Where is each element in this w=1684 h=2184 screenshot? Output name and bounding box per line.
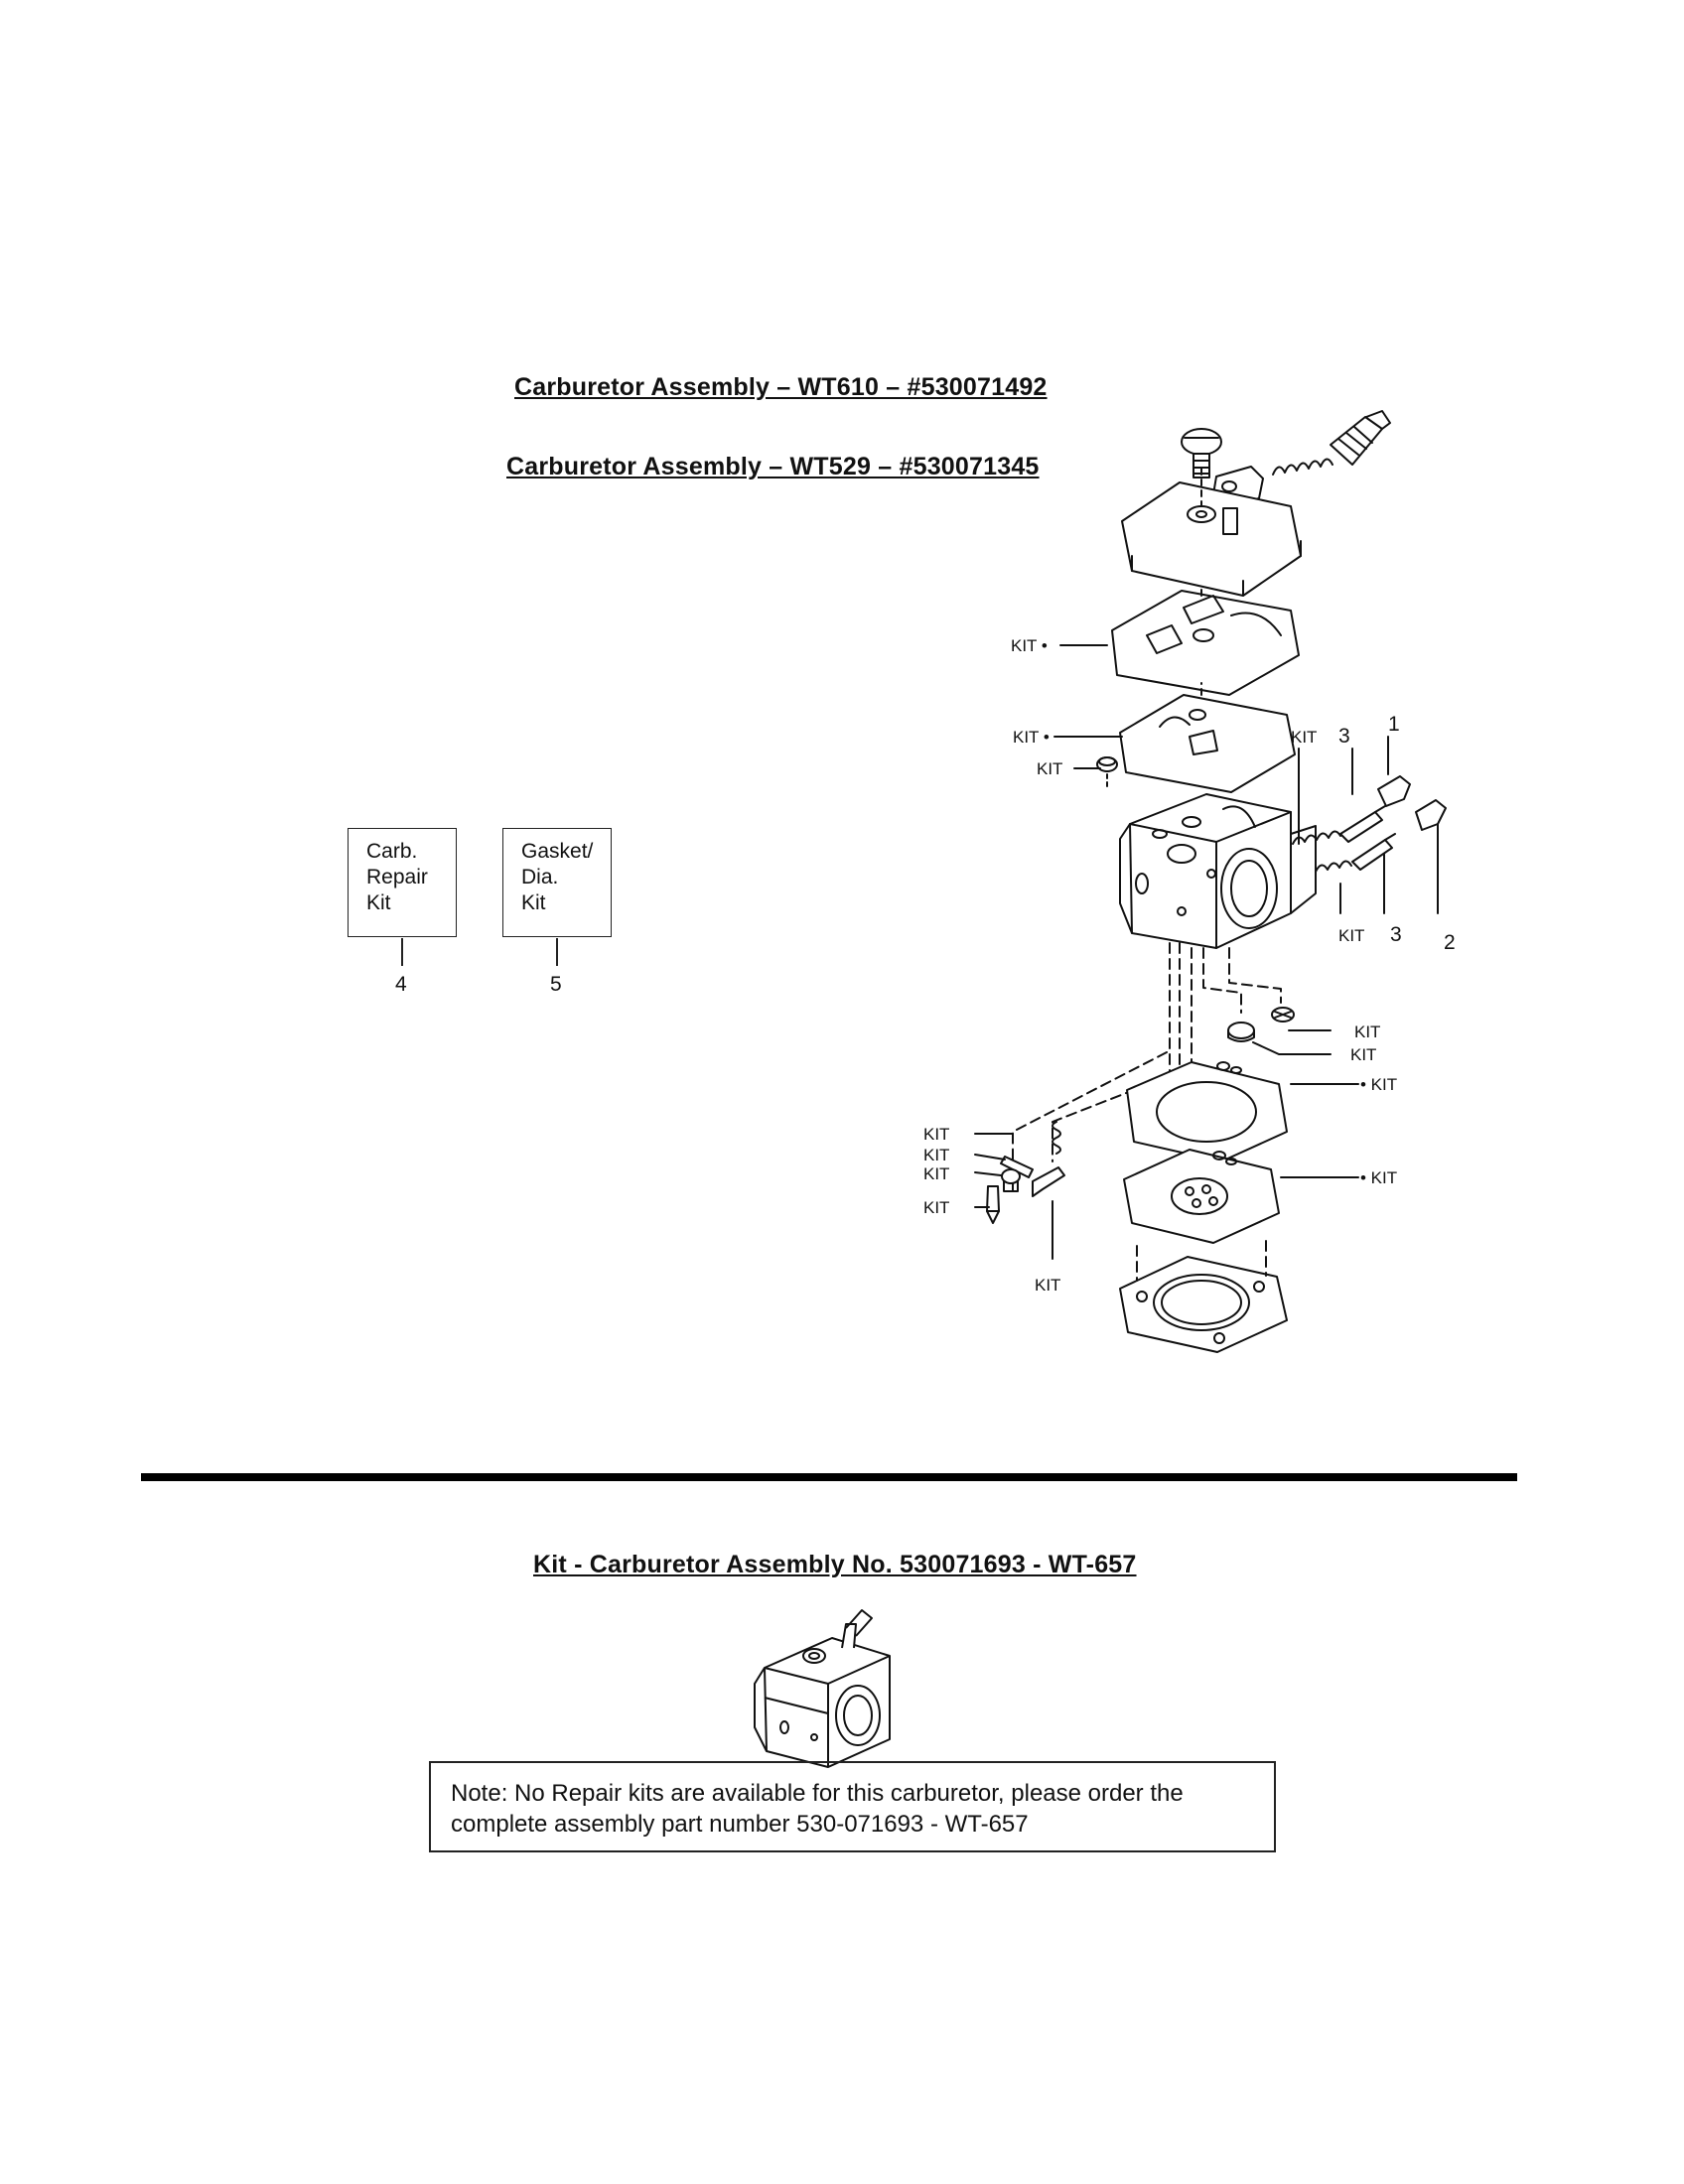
inlet-needle-spring: [1052, 1121, 1061, 1155]
part-number-2: 2: [1444, 931, 1456, 954]
part-number-1: 1: [1388, 713, 1400, 736]
wt657-carburetor-icon: [754, 1609, 891, 1768]
leader-line: [1252, 1041, 1332, 1055]
kit-label: KIT •: [1013, 728, 1050, 747]
carb-repair-kit-box: Carb. Repair Kit: [348, 828, 457, 937]
screen-part: [1096, 756, 1118, 790]
top-screw-part: [1181, 428, 1222, 478]
kit-box-line: Gasket/: [521, 840, 594, 863]
pump-cover-part: [1121, 468, 1302, 597]
lever-pin: [1001, 1168, 1021, 1192]
kit-box-number: 5: [550, 973, 562, 996]
mixture-needle-upper: [1292, 805, 1386, 845]
kit-label: KIT: [923, 1125, 949, 1144]
limiter-cap-2: [1415, 799, 1447, 831]
dashed-drop-line: [1202, 947, 1242, 1014]
inlet-needle: [986, 1185, 1000, 1224]
kit-label: KIT: [1037, 759, 1062, 778]
limiter-cap-1: [1377, 775, 1411, 807]
kit-box-leader: [556, 938, 558, 966]
inlet-fitting-part: [1330, 410, 1391, 466]
title-assembly-wt529: Carburetor Assembly – WT529 – #530071345: [506, 453, 1040, 480]
metering-lever: [1000, 1156, 1034, 1178]
dashed-drop-line: [1052, 1071, 1181, 1162]
check-valve-disc: [1227, 1022, 1255, 1042]
kit-box-leader: [401, 938, 403, 966]
kit-label: KIT: [923, 1164, 949, 1183]
kit-label: KIT •: [1011, 636, 1048, 655]
metering-cover-part: [1119, 1256, 1288, 1353]
pump-gasket-part: [1111, 585, 1300, 696]
leader-line: [974, 1154, 1006, 1160]
section-divider: [141, 1473, 1517, 1481]
kit-label: KIT: [923, 1198, 949, 1217]
note-line: Note: No Repair kits are available for t…: [451, 1780, 1184, 1807]
kit-box-line: Kit: [521, 891, 546, 914]
kit-box-number: 4: [395, 973, 407, 996]
mixture-needle-lower: [1315, 833, 1396, 873]
kit-label: KIT: [923, 1146, 949, 1164]
kit-label: KIT: [1350, 1045, 1376, 1064]
kit-label: • KIT: [1360, 1168, 1397, 1187]
title-kit-wt657: Kit - Carburetor Assembly No. 530071693 …: [533, 1551, 1137, 1578]
leader-line: [974, 1171, 1002, 1176]
kit-label: KIT: [1354, 1023, 1380, 1041]
lever-arm: [1032, 1166, 1065, 1197]
metering-diaphragm-part: [1123, 1149, 1280, 1244]
kit-box-line: Repair: [366, 866, 428, 888]
spring-part: [1272, 458, 1333, 476]
kit-label: KIT: [1035, 1276, 1060, 1295]
part-number-3: 3: [1338, 725, 1350, 748]
screen-disc: [1271, 1007, 1295, 1023]
carburetor-body-part: [1119, 793, 1317, 949]
kit-box-line: Carb.: [366, 840, 418, 863]
dashed-drop-line: [1228, 947, 1282, 1004]
kit-label: KIT: [1338, 926, 1364, 945]
note-box: Note: No Repair kits are available for t…: [429, 1761, 1276, 1852]
kit-label: KIT: [1291, 728, 1317, 747]
kit-label: • KIT: [1360, 1075, 1397, 1094]
kit-box-line: Kit: [366, 891, 391, 914]
metering-gasket-part: [1126, 1061, 1288, 1162]
part-number-3: 3: [1390, 923, 1402, 946]
kit-box-line: Dia.: [521, 866, 559, 888]
note-line: complete assembly part number 530-071693…: [451, 1811, 1029, 1838]
gasket-dia-kit-box: Gasket/ Dia. Kit: [502, 828, 612, 937]
dashed-drop-line: [1136, 1240, 1267, 1282]
title-assembly-wt610: Carburetor Assembly – WT610 – #530071492: [514, 373, 1048, 401]
pump-diaphragm-part: [1119, 682, 1296, 793]
